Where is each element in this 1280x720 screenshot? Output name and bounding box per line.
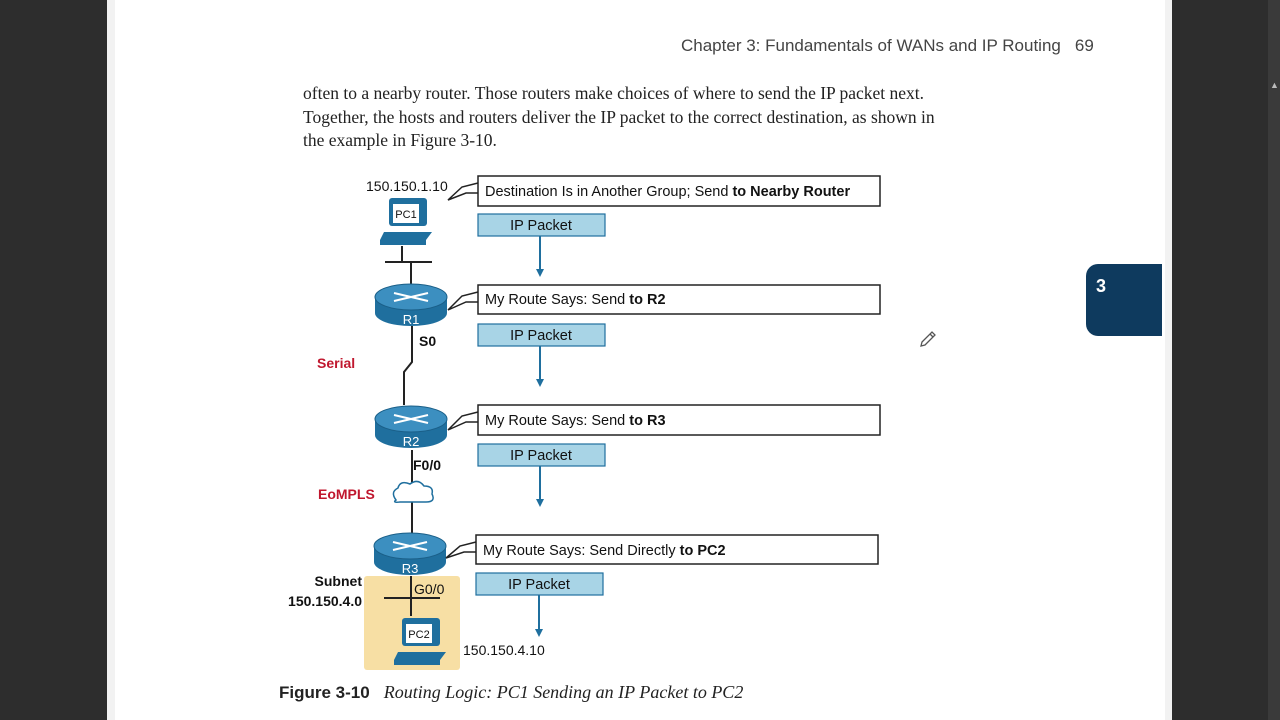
- book-page: [115, 0, 1165, 720]
- ip-packet-1: IP Packet: [477, 213, 606, 277]
- pc1-ip: 150.150.1.10: [366, 178, 448, 194]
- ip-packet-label: IP Packet: [510, 328, 572, 344]
- ip-packet-label: IP Packet: [508, 577, 570, 593]
- callout-1: Destination Is in Another Group; Send to…: [447, 175, 881, 207]
- ip-packet-label: IP Packet: [510, 448, 572, 464]
- pc1-icon: PC1: [380, 198, 432, 245]
- f00-label: F0/0: [413, 457, 441, 473]
- figure-title: Routing Logic: PC1 Sending an IP Packet …: [383, 682, 744, 702]
- callout-4: My Route Says: Send Directly to PC2: [445, 534, 879, 565]
- pc2-label: PC2: [408, 629, 429, 641]
- callout-2: My Route Says: Send to R2: [447, 284, 881, 315]
- router-r3-icon: R3: [373, 532, 447, 576]
- body-line: the example in Figure 3-10.: [303, 130, 497, 150]
- eompls-cloud-icon: [392, 480, 434, 503]
- callout-3-text: My Route Says: Send to R3: [485, 413, 666, 429]
- page-edge-right: [1165, 0, 1172, 720]
- body-paragraph: often to a nearby router. Those routers …: [303, 82, 1043, 153]
- callout-1-text: Destination Is in Another Group; Send to…: [485, 184, 850, 200]
- pencil-icon[interactable]: [918, 329, 938, 349]
- ip-packet-3: IP Packet: [477, 443, 606, 507]
- body-line: Together, the hosts and routers deliver …: [303, 106, 935, 127]
- router-r3-label: R3: [402, 561, 419, 576]
- ip-packet-4: IP Packet: [475, 572, 604, 637]
- router-r2-label: R2: [403, 434, 420, 449]
- serial-label: Serial: [317, 355, 355, 371]
- running-header: Chapter 3: Fundamentals of WANs and IP R…: [681, 36, 1094, 56]
- page-number: 69: [1074, 36, 1094, 55]
- chapter-tab-number: 3: [1096, 276, 1107, 296]
- network-links: [384, 246, 440, 616]
- subnet-caption: Subnet: [315, 573, 363, 589]
- callout-2-text: My Route Says: Send to R2: [485, 292, 666, 308]
- ip-packet-2: IP Packet: [477, 323, 606, 387]
- pc2-ip: 150.150.4.10: [463, 642, 545, 658]
- pc1-label: PC1: [395, 209, 416, 221]
- pc2-icon: PC2: [394, 618, 446, 665]
- chapter-title: Chapter 3: Fundamentals of WANs and IP R…: [681, 36, 1061, 55]
- page-edge-left: [107, 0, 115, 720]
- chapter-thumb-tab: 3: [1086, 264, 1162, 336]
- callout-3: My Route Says: Send to R3: [447, 404, 881, 436]
- router-r2-icon: R2: [374, 405, 448, 449]
- scrollbar[interactable]: [1268, 0, 1280, 720]
- figure-caption: Figure 3-10 Routing Logic: PC1 Sending an…: [279, 682, 743, 703]
- viewer-background-right: [1172, 0, 1280, 720]
- viewer-background-left: [0, 0, 107, 720]
- subnet-address: 150.150.4.0: [288, 593, 362, 609]
- s0-label: S0: [419, 333, 436, 349]
- figure-number: Figure 3-10: [279, 683, 370, 702]
- g00-label: G0/0: [414, 581, 445, 597]
- eompls-label: EoMPLS: [318, 486, 375, 502]
- ip-packet-label: IP Packet: [510, 218, 572, 234]
- router-r1-icon: R1: [374, 283, 448, 327]
- callout-4-text: My Route Says: Send Directly to PC2: [483, 543, 726, 559]
- router-r1-label: R1: [403, 312, 420, 327]
- body-line: often to a nearby router. Those routers …: [303, 83, 925, 103]
- scroll-up-arrow-icon[interactable]: ▲: [1270, 80, 1279, 90]
